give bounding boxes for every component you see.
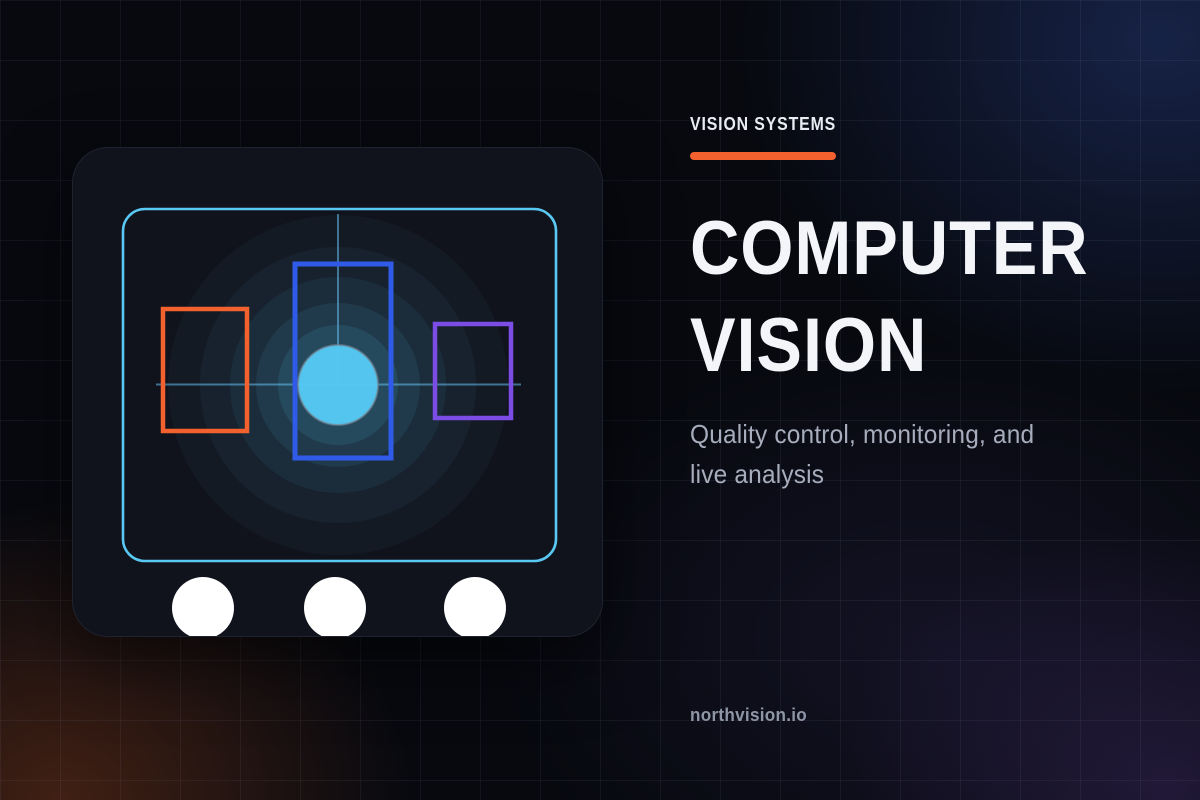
- eyebrow-label: VISION SYSTEMS: [690, 114, 856, 135]
- subtitle-line2: live analysis: [690, 459, 825, 489]
- page-title-line1: COMPUTER: [690, 206, 1089, 291]
- indicator-dot: [444, 577, 506, 636]
- camera-frame: [121, 207, 558, 563]
- detected-object-circle: [297, 344, 379, 426]
- indicator-dot: [304, 577, 366, 636]
- indicator-dot: [172, 577, 234, 636]
- eyebrow-label-text: VISION SYSTEMS: [690, 114, 837, 134]
- eyebrow-accent-bar: [690, 152, 836, 160]
- subtitle-line1: Quality control, monitoring, and: [690, 419, 1035, 449]
- site-name: northvision.io: [690, 705, 813, 726]
- site-name-text: northvision.io: [690, 705, 808, 725]
- detection-box-orange: [160, 306, 250, 434]
- page-title-line2: VISION: [690, 303, 928, 388]
- camera-panel: [72, 147, 603, 637]
- subtitle: Quality control, monitoring, and live an…: [690, 414, 1056, 494]
- detection-box-purple: [432, 321, 514, 421]
- page-title: COMPUTER VISION: [690, 200, 1133, 394]
- vision-illustration: [121, 207, 558, 636]
- detection-box-blue: [292, 261, 394, 461]
